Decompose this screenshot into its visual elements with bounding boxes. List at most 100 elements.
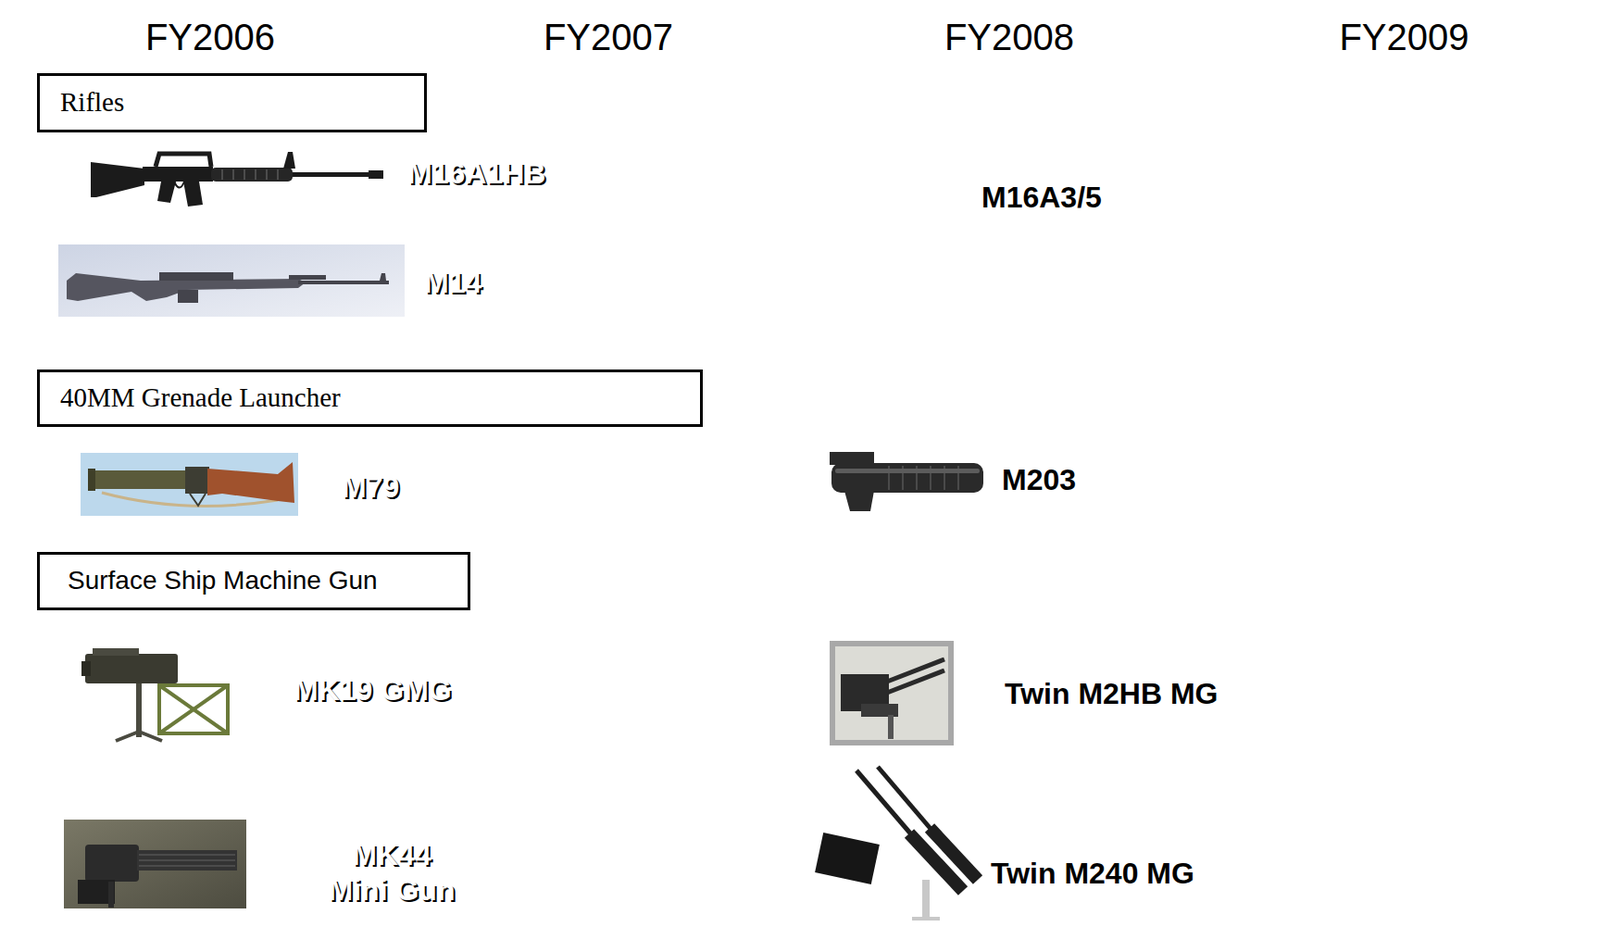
twin-m240-picture-part (813, 764, 985, 924)
twin-m2hb-picture-part (887, 670, 945, 693)
category-box: Rifles (37, 73, 427, 133)
label-holder: M16A1HB (407, 155, 546, 191)
m79-picture (80, 452, 299, 516)
grid-lines-part (12, 61, 1599, 66)
band-fill (37, 140, 684, 212)
mk19-picture-part (76, 642, 238, 743)
weapon-label: M79 (341, 469, 400, 505)
year-label: FY2008 (944, 16, 1075, 58)
m203-picture-part (844, 490, 875, 512)
mk44-picture-part (138, 854, 236, 866)
replacement-weapon-arrow: M16A3/5 (589, 150, 1248, 243)
twin-m2hb-picture-part (832, 643, 951, 743)
band-shape (612, 637, 1390, 751)
current-weapon-band: M14 (37, 244, 674, 317)
m14-picture-part-part (288, 275, 326, 280)
mk44-picture-part-part (138, 864, 236, 867)
label-holder: M16A3/5 (981, 179, 1102, 215)
band-fill (37, 244, 674, 317)
year-label: FY2009 (1338, 16, 1469, 58)
mk19-picture-part (85, 653, 178, 684)
label-holder: M79 (341, 469, 400, 505)
m14-picture-part-part (379, 273, 387, 281)
twin-m240-picture-part (922, 879, 930, 921)
m79-picture-part (207, 462, 295, 503)
label-holder: M203 (1001, 462, 1076, 498)
m14-picture-part-part (177, 289, 199, 303)
mk44-picture-part (108, 881, 114, 908)
band-fill (566, 440, 1248, 519)
mk44-picture-part (85, 844, 139, 882)
weapon-label: Twin M240 MG (990, 855, 1195, 891)
grid-lines-part (13, 10, 1597, 948)
m14-picture-part (66, 272, 389, 303)
replacement-weapon-arrow: M203 (566, 440, 1248, 519)
m79-picture-part (87, 468, 96, 491)
m79-picture-part (80, 452, 299, 516)
mk19-picture (76, 642, 238, 743)
m203-picture-part (829, 451, 875, 465)
current-weapon-band: MK19 GMG (37, 637, 684, 752)
band-fill (612, 637, 1390, 751)
twin-m240-picture-part (877, 766, 932, 830)
grid-lines-part (406, 10, 411, 950)
label-holder: MK44 Mini Gun (324, 837, 460, 909)
year-label: FY2006 (145, 16, 275, 58)
category-box: Surface Ship Machine Gun (37, 551, 471, 611)
mk19-picture-part (81, 661, 91, 676)
year-header-cell: FY2007 (411, 12, 806, 63)
twin-m2hb-picture-part (861, 703, 899, 717)
category-label: Surface Ship Machine Gun (67, 565, 378, 596)
twin-m2hb-picture-part (887, 659, 945, 682)
grid-lines (12, 10, 1599, 950)
mk44-picture-part (63, 819, 247, 909)
band-shape (37, 244, 674, 317)
band-shape (605, 837, 1370, 911)
replacement-weapon-arrow: Twin M240 MG (605, 837, 1370, 911)
twin-m240-picture-part (912, 916, 940, 921)
category-label: 40MM Grenade Launcher (60, 382, 341, 413)
m79-picture-part (189, 493, 206, 506)
current-weapon-band: M79 (38, 449, 670, 519)
mk44-picture-part-part (138, 853, 236, 856)
mk44-picture (63, 819, 247, 909)
twin-m2hb-picture-part (887, 714, 894, 739)
label-holder: MK19 GMG (293, 672, 452, 708)
band-fill (38, 449, 670, 519)
twin-m240-picture-part (929, 827, 978, 880)
replacement-weapon-arrow: Twin M2HB MG (612, 637, 1390, 751)
weapon-label: M16A3/5 (981, 179, 1102, 215)
weapon-label: M16A1HB (407, 155, 546, 191)
mk19-picture-part (92, 648, 139, 656)
m14-picture-part-part (159, 272, 234, 281)
weapon-label: MK19 GMG (293, 672, 452, 708)
m203-picture-part (835, 468, 980, 474)
mk19-picture-part (159, 685, 228, 734)
category-box: 40MM Grenade Launcher (37, 369, 703, 427)
year-label: FY2007 (543, 16, 674, 58)
m14-picture-part (58, 244, 405, 317)
band-fill (589, 150, 1248, 243)
m203-picture-part (831, 462, 984, 493)
mk44-picture-part-part (138, 859, 236, 862)
label-holder: Twin M2HB MG (1004, 675, 1219, 712)
m16a1hb-picture (80, 142, 398, 210)
current-weapon-band: MK44 Mini Gun (37, 812, 687, 912)
m14-picture (58, 244, 405, 317)
weapon-label: M203 (1001, 462, 1076, 498)
label-holder: M14 (424, 264, 482, 300)
twin-m240-picture (813, 764, 985, 924)
weapon-label: Twin M2HB MG (1004, 675, 1219, 712)
year-header-cell: FY2009 (1212, 12, 1596, 63)
grid-lines-part (806, 10, 811, 950)
m16a1hb-picture-part (90, 151, 384, 207)
m79-picture-part (87, 470, 190, 489)
mk19-picture-part (115, 731, 139, 741)
twin-m2hb-picture (832, 643, 951, 743)
band-fill (605, 837, 1370, 911)
twin-m240-picture-part (814, 832, 880, 885)
label-holder: Twin M240 MG (990, 855, 1195, 891)
year-header-cell: FY2008 (811, 12, 1208, 63)
weapon-label: M14 (424, 264, 482, 300)
